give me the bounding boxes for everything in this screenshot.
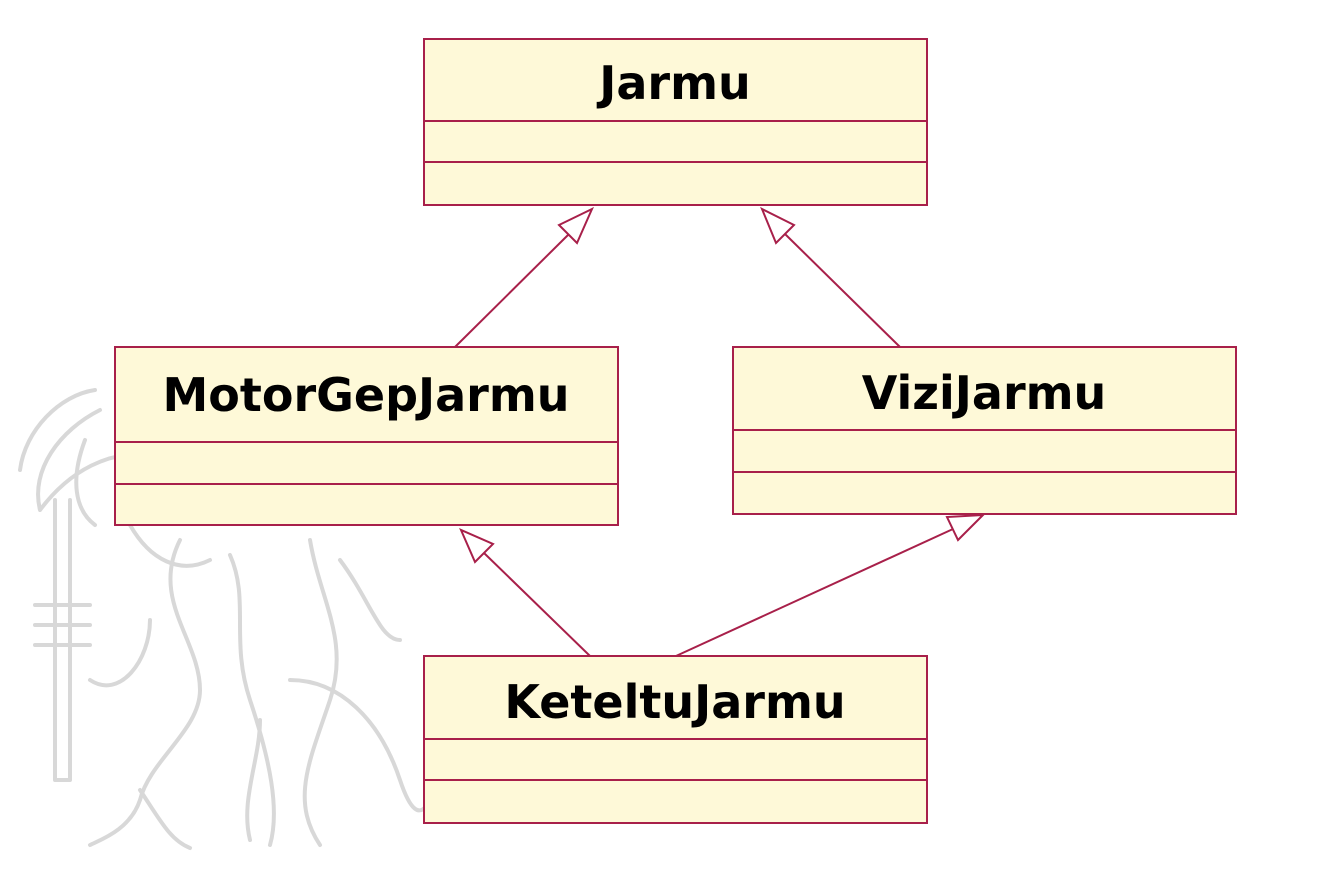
class-name: KeteltuJarmu: [504, 675, 845, 729]
class-name: ViziJarmu: [862, 366, 1107, 420]
edge-keteltujarmu-to-motorgepjarmu: [483, 552, 591, 657]
class-name: MotorGepJarmu: [162, 368, 569, 422]
class-box-jarmu[interactable]: Jarmu: [423, 38, 928, 206]
edge-motorgepjarmu-to-jarmu: [454, 233, 570, 348]
class-name: Jarmu: [596, 56, 751, 110]
inheritance-arrowhead: [459, 528, 495, 564]
inheritance-arrowhead: [760, 206, 796, 245]
inheritance-arrowhead: [945, 513, 986, 542]
generalization-edges: [454, 206, 986, 657]
class-box-motorgepjarmu[interactable]: MotorGepJarmu: [114, 346, 619, 526]
class-box-vizijarmu[interactable]: ViziJarmu: [732, 346, 1237, 515]
class-box-keteltujarmu[interactable]: KeteltuJarmu: [423, 655, 928, 824]
edge-vizijarmu-to-jarmu: [784, 233, 901, 348]
inheritance-arrowhead: [557, 206, 595, 245]
edge-keteltujarmu-to-vizijarmu: [675, 528, 954, 657]
class-box-frame: [114, 346, 619, 526]
griffin-emblem-icon: [18, 388, 432, 850]
